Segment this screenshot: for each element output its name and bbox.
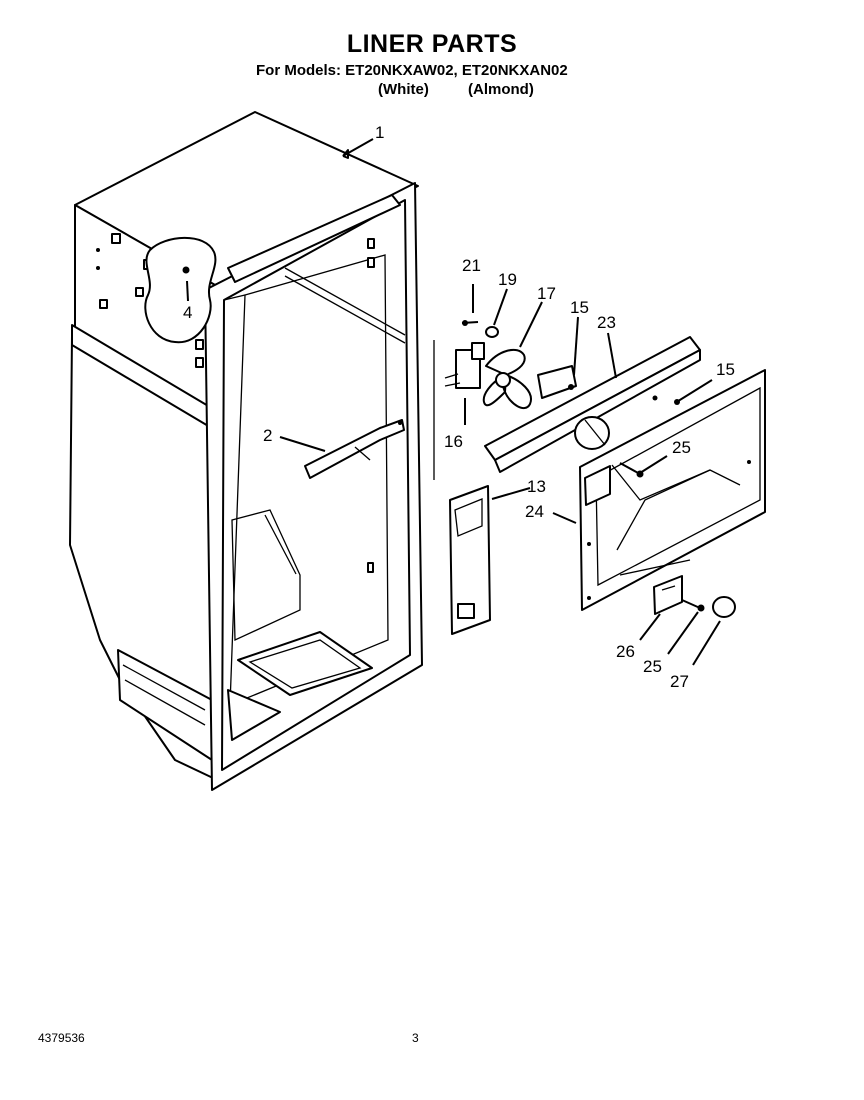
models-line: For Models: ET20NKXAW02, ET20NKXAN02 (256, 62, 568, 79)
callout-27: 27 (670, 672, 689, 691)
callout-1: 1 (375, 123, 384, 142)
callout-19: 19 (498, 270, 517, 289)
callout-16: 16 (444, 432, 463, 451)
callout-25-upper: 25 (672, 438, 691, 457)
callout-26: 26 (616, 642, 635, 661)
page-title: LINER PARTS (346, 30, 518, 58)
finish-white-label: (White) (378, 81, 429, 98)
document-number: 4379536 (38, 1031, 85, 1045)
callout-21: 21 (462, 256, 481, 275)
callout-4: 4 (183, 303, 192, 322)
rail-part (304, 419, 405, 479)
page-number: 3 (412, 1031, 419, 1045)
callout-24: 24 (525, 502, 544, 521)
callout-15-upper: 15 (570, 298, 589, 317)
rear-panel-part-24 (579, 369, 766, 611)
callout-17: 17 (537, 284, 556, 303)
callout-numbers: 1 2 4 13 15 15 16 17 19 21 23 24 25 25 2… (183, 123, 735, 691)
bracket-part-23 (484, 336, 701, 473)
screw-icon (461, 320, 479, 326)
callout-23: 23 (597, 313, 616, 332)
callout-15-right: 15 (716, 360, 735, 379)
fan-motor-assembly (444, 320, 577, 410)
finish-almond-label: (Almond) (468, 81, 534, 98)
leader-lines (186, 138, 721, 666)
callout-2: 2 (263, 426, 272, 445)
light-assembly (653, 575, 736, 618)
liner-cabinet (69, 111, 423, 791)
callout-25-lower: 25 (643, 657, 662, 676)
callout-13: 13 (527, 477, 546, 496)
cover-part-13 (433, 340, 491, 635)
